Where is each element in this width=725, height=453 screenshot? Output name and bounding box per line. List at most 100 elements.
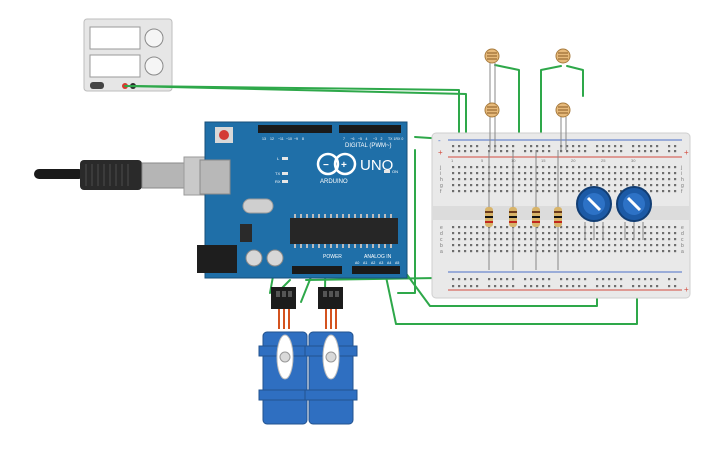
resistor-4 bbox=[554, 150, 562, 270]
row-letter-h: h bbox=[440, 177, 443, 183]
row-letter-f: f bbox=[440, 189, 442, 195]
usb-cable[interactable] bbox=[34, 156, 227, 196]
usb-port[interactable] bbox=[199, 159, 231, 195]
servo-1[interactable] bbox=[258, 287, 312, 425]
resistor-1 bbox=[485, 150, 493, 270]
analog-section-label: ANALOG IN bbox=[364, 254, 392, 260]
rail-plus-label: + bbox=[438, 148, 443, 157]
digital-pin-label: 13 bbox=[262, 137, 266, 141]
board-brand-label: ARDUINO bbox=[320, 179, 348, 185]
digital-pin-label: 12 bbox=[270, 137, 274, 141]
analog-pin-label-a0: A0 bbox=[355, 261, 359, 265]
digital-pin-label: ~9 bbox=[294, 137, 298, 141]
row-letter-i: i bbox=[440, 171, 441, 177]
svg-text:−: − bbox=[323, 160, 329, 171]
on-led bbox=[384, 170, 390, 173]
digital-pin-label: ~3 bbox=[373, 137, 377, 141]
capacitor-2 bbox=[266, 249, 284, 267]
analog-pin-label-a2: A2 bbox=[371, 261, 375, 265]
row-letter-a: a bbox=[681, 249, 684, 255]
digital-pin-label: 4 bbox=[366, 137, 368, 141]
digital-pin-label: ~5 bbox=[358, 137, 362, 141]
column-number: 20 bbox=[571, 158, 576, 163]
capacitor-1 bbox=[245, 249, 263, 267]
arduino-uno[interactable]: − + UNO ARDUINO DIGITAL (PWM~) POWER ANA… bbox=[197, 121, 408, 279]
photoresistor-2[interactable] bbox=[555, 48, 571, 64]
column-number: 1 bbox=[451, 158, 454, 163]
row-letter-g: g bbox=[681, 183, 684, 189]
reset-button[interactable] bbox=[219, 130, 229, 140]
digital-pin-label: 7 bbox=[343, 137, 345, 141]
row-letter-j: j bbox=[439, 165, 441, 171]
rx-label: RX bbox=[275, 179, 281, 184]
column-number: 5 bbox=[481, 158, 484, 163]
rx-led bbox=[282, 180, 288, 183]
power-header[interactable] bbox=[292, 266, 342, 274]
analog-pin-label-a5: A5 bbox=[395, 261, 399, 265]
row-letter-c: c bbox=[440, 237, 443, 243]
row-letter-d: d bbox=[681, 231, 684, 237]
row-letter-a: a bbox=[440, 249, 443, 255]
row-letter-b: b bbox=[681, 243, 684, 249]
resistors[interactable] bbox=[485, 150, 562, 270]
row-letter-f: f bbox=[681, 189, 683, 195]
rail-plus-label-bottom: + bbox=[684, 285, 689, 294]
resistor-2 bbox=[509, 150, 517, 270]
row-letter-i: i bbox=[681, 171, 682, 177]
svg-text:+: + bbox=[341, 160, 347, 171]
analog-header[interactable] bbox=[352, 266, 400, 274]
l-label: L bbox=[277, 156, 280, 161]
tx-label: TX bbox=[275, 171, 280, 176]
digital-pin-label: 8 bbox=[302, 137, 304, 141]
column-number: 30 bbox=[631, 158, 636, 163]
rail-minus-label: - bbox=[438, 136, 441, 145]
row-letter-c: c bbox=[681, 237, 684, 243]
digital-pin-label: ~10 bbox=[286, 137, 292, 141]
analog-pin-label-a3: A3 bbox=[379, 261, 383, 265]
digital-header-left[interactable] bbox=[258, 125, 332, 133]
row-letter-e: e bbox=[440, 225, 443, 231]
digital-pin-label: 2 bbox=[381, 137, 383, 141]
analog-pin-labels: A0 A1 A2 A3 A4 A5 bbox=[355, 261, 399, 265]
servo-2[interactable] bbox=[304, 287, 358, 425]
voltage-regulator bbox=[240, 224, 252, 242]
analog-pin-label-a4: A4 bbox=[387, 261, 391, 265]
on-led-label: ON bbox=[392, 169, 398, 174]
photoresistor-3[interactable] bbox=[484, 102, 500, 150]
digital-pin-label: TX 1 bbox=[388, 137, 395, 141]
dc-jack[interactable] bbox=[197, 245, 237, 273]
digital-header-right[interactable] bbox=[339, 125, 401, 133]
atmega-chip bbox=[290, 218, 398, 244]
row-letter-j: j bbox=[680, 165, 682, 171]
power-supply[interactable] bbox=[83, 18, 173, 92]
digital-pin-label: ~11 bbox=[278, 137, 284, 141]
column-number: 15 bbox=[541, 158, 546, 163]
potentiometer-2[interactable] bbox=[616, 186, 652, 240]
column-number: 10 bbox=[511, 158, 516, 163]
potentiometer-1[interactable] bbox=[576, 186, 612, 240]
resistor-3 bbox=[532, 150, 540, 270]
row-letter-d: d bbox=[440, 231, 443, 237]
tx-led bbox=[282, 172, 288, 175]
analog-pin-label-a1: A1 bbox=[363, 261, 367, 265]
digital-section-label: DIGITAL (PWM~) bbox=[345, 143, 392, 149]
row-letter-e: e bbox=[681, 225, 684, 231]
digital-pin-label: RX 0 bbox=[396, 137, 404, 141]
crystal bbox=[242, 198, 274, 214]
power-section-label: POWER bbox=[323, 254, 342, 260]
row-letter-h: h bbox=[681, 177, 684, 183]
arduino-logo bbox=[316, 152, 340, 176]
breadboard-holes[interactable] bbox=[452, 145, 677, 288]
column-number: 25 bbox=[601, 158, 606, 163]
photoresistor-4[interactable] bbox=[555, 102, 571, 150]
servo-2-connector[interactable] bbox=[318, 287, 343, 309]
rail-plus-label-right: + bbox=[684, 148, 689, 157]
digital-pin-label: ~6 bbox=[351, 137, 355, 141]
servo-1-connector[interactable] bbox=[271, 287, 296, 309]
board-model-label: UNO bbox=[360, 157, 393, 174]
l-led bbox=[282, 157, 288, 160]
row-letter-b: b bbox=[440, 243, 443, 249]
row-letter-g: g bbox=[440, 183, 443, 189]
